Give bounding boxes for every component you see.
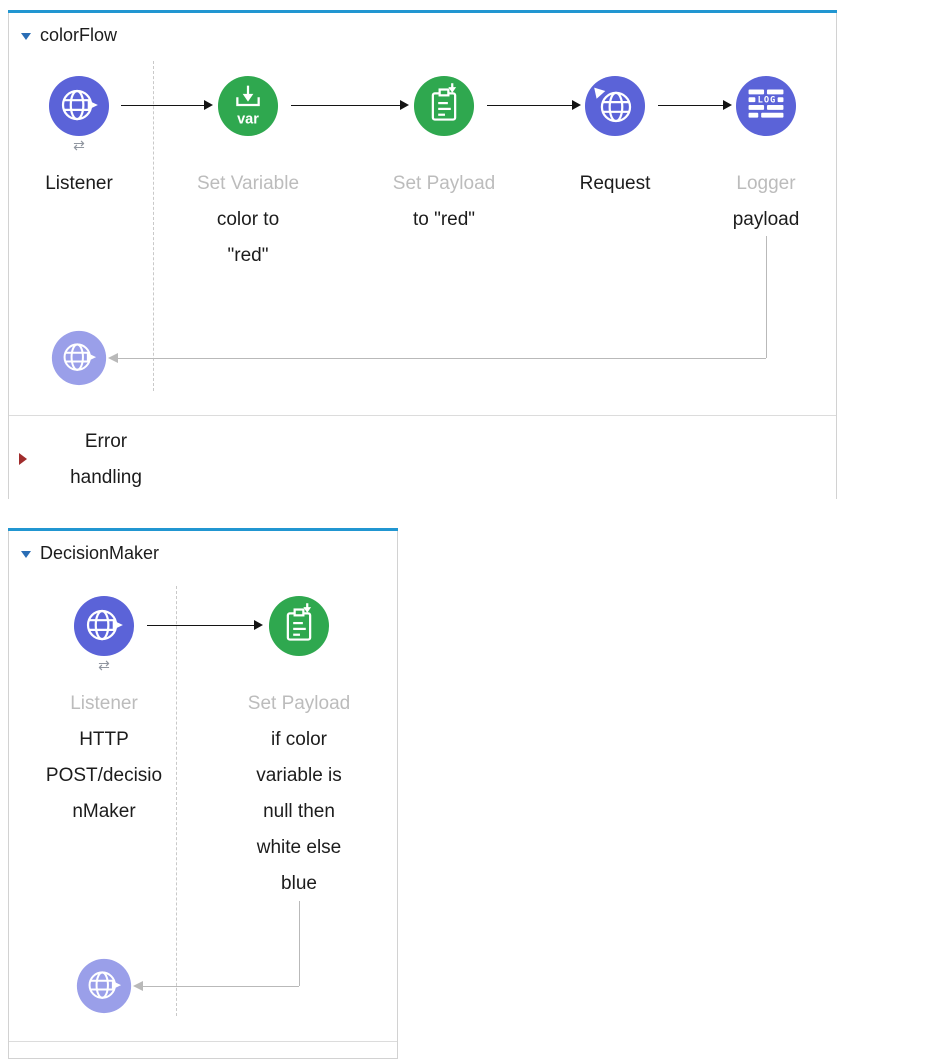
connector-arrow [291,100,409,111]
set-payload-icon[interactable] [413,75,475,137]
node-description: if color variable is null then white els… [256,729,342,894]
http-listener-icon[interactable] [73,595,135,657]
flow-header[interactable]: colorFlow [21,25,117,46]
connector-arrow [147,620,263,631]
connector-arrow [121,100,213,111]
collapse-down-icon[interactable] [21,33,31,40]
flow-title: DecisionMaker [40,543,160,563]
node-logger[interactable]: LOG Logger payload [701,75,831,238]
node-set-payload[interactable]: Set Payload to "red" [379,75,509,238]
node-http-listener[interactable]: ⇄ Listener HTTP POST/decisionMaker [39,595,169,830]
node-description: to "red" [412,209,476,230]
response-listener-icon[interactable] [51,330,107,386]
logger-icon[interactable]: LOG [735,75,797,137]
source-section-divider [153,61,154,391]
node-label: Request [579,173,651,194]
svg-text:var: var [237,111,259,127]
response-connector-arrowhead [133,981,143,991]
collapse-down-icon[interactable] [21,551,31,558]
node-description: color to "red" [216,209,280,266]
node-label: Set Payload [247,693,351,714]
set-payload-icon[interactable] [268,595,330,657]
node-description: payload [732,209,800,230]
node-set-variable[interactable]: var Set Variable color to "red" [183,75,313,274]
node-label: Logger [736,173,796,194]
node-http-listener[interactable]: ⇄ Listener [14,75,144,202]
node-label: Listener [45,173,113,194]
node-label: Listener [70,693,138,714]
set-variable-icon[interactable]: var [217,75,279,137]
flow-header[interactable]: DecisionMaker [21,543,159,564]
flow-container-decisionmaker[interactable]: DecisionMaker ⇄ Listener HTTP POST/decis… [8,528,398,1059]
source-section-divider [176,586,177,1016]
error-handling-section[interactable]: Error handling [9,415,836,499]
node-description: HTTP POST/decisionMaker [45,729,163,822]
response-connector-vertical [299,901,300,986]
flow-accent-bar [8,528,398,531]
node-label: Set Variable [196,173,300,194]
response-connector-horizontal [117,358,766,359]
flow-title: colorFlow [40,25,118,45]
connector-arrow [658,100,732,111]
svg-text:LOG: LOG [758,96,777,106]
error-handling-label: Error handling [70,431,142,488]
flow-accent-bar [8,10,837,13]
response-connector-vertical [766,236,767,358]
error-handling-section-divider [9,1041,397,1042]
response-connector-horizontal [142,986,299,987]
response-connector-arrowhead [108,353,118,363]
exchange-icon: ⇄ [71,137,87,153]
error-collapse-icon[interactable] [19,453,27,465]
node-http-request[interactable]: Request [550,75,680,202]
http-listener-icon[interactable] [48,75,110,137]
node-label: Set Payload [392,173,496,194]
http-request-icon[interactable] [584,75,646,137]
node-set-payload[interactable]: Set Payload if color variable is null th… [234,595,364,902]
connector-arrow [487,100,581,111]
exchange-icon: ⇄ [96,657,112,673]
response-listener-icon[interactable] [76,958,132,1014]
flow-container-colorflow[interactable]: colorFlow ⇄ Listener [8,10,837,499]
